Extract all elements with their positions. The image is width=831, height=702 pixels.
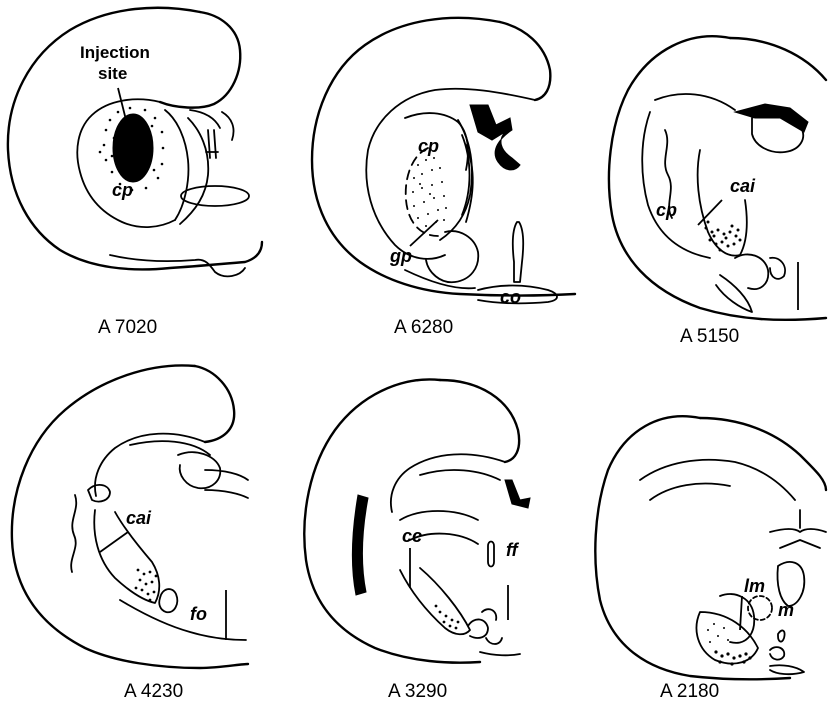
section-a6280-lower-lobe	[426, 231, 478, 282]
section-a5150-outline	[609, 36, 826, 320]
section-a2180-label-lm: lm	[744, 576, 765, 596]
section-a2180-caption: A 2180	[660, 681, 719, 702]
section-a7020-injection-label-line2: site	[98, 64, 127, 83]
section-a3290-ff-oval	[488, 542, 494, 567]
section-a5150-inner	[642, 94, 735, 258]
section-a7020: Injection site cp A 7020	[8, 8, 262, 338]
section-a4230-top	[195, 366, 234, 442]
section-a6280-label-gp: gp	[389, 246, 412, 266]
section-a5150-lower-curve	[716, 275, 752, 312]
section-a6280-outline	[312, 18, 575, 296]
section-a6280-gp-stipple	[412, 157, 447, 227]
section-a7020-injection-label-line1: Injection	[80, 43, 150, 62]
section-a2180-ventricle	[640, 460, 795, 500]
section-a3290-caption: A 3290	[388, 681, 447, 702]
section-a4230-hippo	[178, 452, 248, 498]
section-a5150-caption: A 5150	[680, 326, 739, 347]
section-a6280-label-cp: cp	[418, 136, 439, 156]
section-a5150-label-cp: cp	[656, 200, 677, 220]
section-a7020-bottom-curve	[110, 255, 245, 276]
section-a7020-midline-notch	[206, 130, 218, 158]
section-a3290-top	[440, 380, 519, 462]
section-a6280-gp	[406, 148, 438, 236]
section-a4230-wavy	[71, 495, 76, 572]
section-a4230-lower	[120, 600, 246, 640]
section-a2180-label-dense	[714, 650, 751, 665]
section-a6280-ventricle-black	[470, 105, 520, 170]
section-a4230-caption: A 4230	[124, 681, 183, 702]
section-a4230-label-cai: cai	[126, 508, 152, 528]
section-a7020-caption: A 7020	[98, 317, 157, 338]
section-a3290-black-strip	[352, 495, 368, 595]
section-a7020-label-cp: cp	[112, 180, 133, 200]
section-a3290-ventricle	[391, 454, 505, 512]
section-a5150-top	[730, 38, 826, 80]
section-a5150: cp cai A 5150	[609, 36, 826, 347]
section-a2180-lower-blobs	[770, 647, 804, 674]
section-a3290-label-cc: cc	[402, 526, 422, 546]
section-a6280-midline	[513, 222, 523, 282]
section-a5150-ventricle-black	[735, 104, 808, 132]
section-a7020-capsule	[180, 118, 208, 224]
section-a3290-ff-black	[505, 480, 530, 508]
section-a6280: cp gp co A 6280	[312, 18, 575, 338]
section-a7020-oval	[181, 186, 249, 206]
section-a2180-midline-cross	[770, 510, 826, 548]
section-a7020-wm-line	[190, 110, 234, 140]
section-a4230-fo	[159, 589, 177, 612]
section-a3290-label-ff: ff	[506, 540, 520, 560]
section-a3290-outline	[304, 379, 480, 662]
section-a3290-bottom	[480, 652, 520, 655]
section-a4230-small-circle	[88, 485, 110, 502]
section-a7020-injection-core	[113, 114, 153, 182]
section-a6280-ventricle-outer	[366, 89, 535, 259]
section-a5150-label-cai: cai	[730, 176, 756, 196]
section-a2180-lm-leader	[740, 596, 742, 630]
section-a3290-lower-blobs	[468, 609, 502, 644]
section-a2180-top	[700, 418, 826, 490]
section-a2180: lm m A 2180	[595, 416, 826, 702]
section-a4230-label-fo: fo	[190, 604, 207, 624]
section-a6280-cortex-top	[500, 22, 550, 100]
section-a2180-small-drop	[778, 631, 785, 642]
section-a6280-gp-leader	[410, 220, 438, 246]
section-a6280-caption: A 6280	[394, 317, 453, 338]
section-a7020-cortex-top	[160, 12, 240, 108]
section-a2180-outline	[595, 416, 790, 679]
section-a5150-lower	[735, 254, 785, 289]
section-a3290: cc ff A 3290	[304, 379, 530, 702]
section-a7020-inner-curve	[165, 110, 188, 220]
section-a4230-cai-leader	[100, 532, 128, 552]
section-a6280-capsule	[440, 120, 472, 240]
section-a2180-label-m: m	[778, 600, 794, 620]
section-a6280-label-co: co	[500, 287, 521, 307]
section-a2180-stipple	[707, 623, 729, 643]
section-a4230: cai fo A 4230	[12, 365, 248, 702]
